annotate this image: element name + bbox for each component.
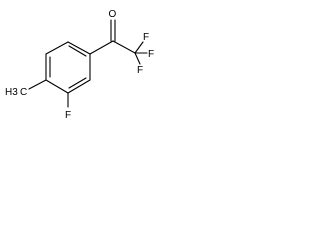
trifluoroacetyl-group <box>89 19 148 65</box>
ring-to-methyl-bond <box>28 79 47 90</box>
benzene-ring <box>45 41 91 94</box>
fluorine-right-label: F <box>148 49 154 60</box>
methyl-hydrogen-label: H3 <box>5 87 18 98</box>
fluorine-top-label: F <box>143 32 149 43</box>
carbonyl-to-cf3-bond <box>112 40 136 54</box>
ring-bond-6 <box>45 41 69 55</box>
chemical-structure-diagram: O F F F F H3 C <box>5 9 154 121</box>
ring-inner-bond-2 <box>68 77 87 89</box>
ring-to-carbonyl-bond <box>89 40 114 55</box>
ring-bond-1 <box>67 41 91 55</box>
fluorine-ring-label: F <box>65 110 71 121</box>
fluorine-bottom-label: F <box>137 65 143 76</box>
ring-bond-3 <box>67 79 91 94</box>
cf3-to-fluorine-bottom-bond <box>134 52 141 65</box>
ring-bond-4 <box>45 79 69 94</box>
ring-inner-bond-1 <box>68 45 87 57</box>
oxygen-label: O <box>109 9 117 20</box>
methyl-carbon-label: C <box>20 87 27 98</box>
cf3-to-fluorine-top-bond <box>134 41 144 54</box>
methyl-group-label: H3 C <box>5 87 27 98</box>
